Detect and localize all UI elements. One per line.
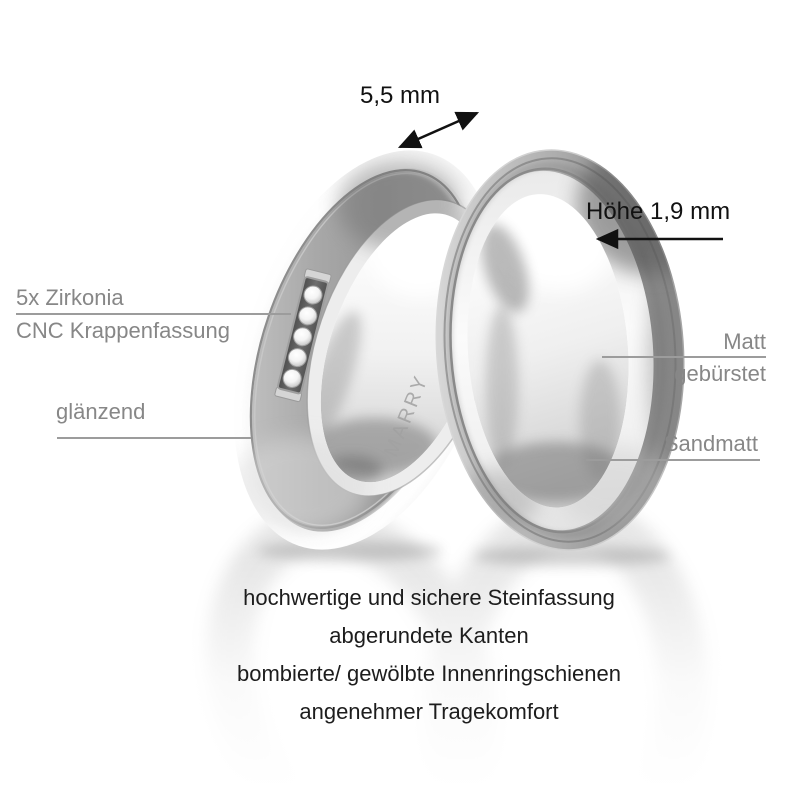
feature-item: angenehmer Tragekomfort [299,699,559,724]
zirkonia-callout-line2: CNC Krappenfassung [16,318,231,343]
zirconia-stone-channel [274,268,332,403]
glaenzend-callout: glänzend [56,399,146,424]
zirkonia-callout-line1: 5x Zirkonia [16,285,124,310]
width-arrow [397,111,480,149]
annotation-lines [16,111,766,461]
zirconia-stone [298,306,318,326]
feature-item: hochwertige und sichere Steinfassung [243,585,615,610]
right-ring [420,120,733,590]
feature-list: hochwertige und sichere Steinfassung abg… [29,584,800,736]
zirconia-stone [287,348,307,368]
sandmatt-callout: Sandmatt [663,431,758,456]
feature-item: bombierte/ gewölbte Innenringschienen [236,661,622,686]
feature-item: abgerundete Kanten [329,623,529,648]
right-ring-band [420,120,733,590]
reflection-fade [0,555,800,800]
matt-callout-line1: Matt [723,329,766,354]
zirconia-stone [303,285,323,305]
matt-callout-line2: gebürstet [674,361,766,386]
height-measurement-label: Höhe 1,9 mm [586,198,731,225]
width-measurement-label: 5,5 mm [360,82,441,109]
zirconia-stone [282,368,302,388]
zirconia-stone [293,327,313,347]
